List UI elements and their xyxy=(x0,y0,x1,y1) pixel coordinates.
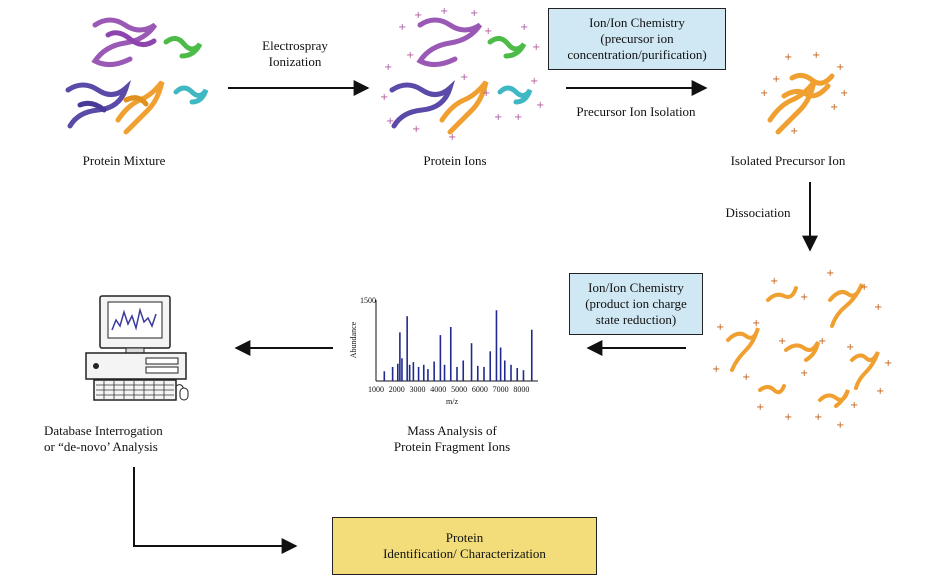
svg-text:+: + xyxy=(386,116,394,127)
x-axis-label: m/z xyxy=(446,397,458,406)
svg-text:+: + xyxy=(778,336,786,347)
spectrum-peaks xyxy=(383,310,533,381)
x-tick-7000: 7000 xyxy=(493,385,509,394)
svg-text:+: + xyxy=(440,6,448,17)
svg-text:+: + xyxy=(756,402,764,413)
protein-mixture-label: Protein Mixture xyxy=(82,153,166,168)
svg-text:+: + xyxy=(800,292,808,303)
isolated-precursor-illustration xyxy=(767,72,835,135)
database-line-1: Database Interrogation xyxy=(44,423,163,438)
svg-text:+: + xyxy=(772,74,780,85)
arrow-to-result xyxy=(133,467,298,554)
svg-text:+: + xyxy=(742,372,750,383)
svg-text:+: + xyxy=(760,88,768,99)
svg-text:+: + xyxy=(812,50,820,61)
isolated-precursor-label: Isolated Precursor Ion xyxy=(730,153,846,168)
svg-text:+: + xyxy=(790,126,798,137)
svg-text:+: + xyxy=(484,26,492,37)
precursor-chemistry-box: Ion/Ion Chemistry (precursor ion concent… xyxy=(548,8,726,70)
svg-text:+: + xyxy=(840,88,848,99)
svg-text:+: + xyxy=(470,8,478,19)
svg-text:+: + xyxy=(514,112,522,123)
svg-text:+: + xyxy=(814,412,822,423)
svg-text:+: + xyxy=(784,412,792,423)
svg-text:+: + xyxy=(800,368,808,379)
svg-text:+: + xyxy=(536,100,544,111)
y-axis-label: Abundance xyxy=(349,321,358,358)
svg-text:+: + xyxy=(876,386,884,397)
svg-text:+: + xyxy=(884,358,892,369)
database-line-2: or “de-novo’ Analysis xyxy=(44,439,158,454)
svg-text:+: + xyxy=(860,282,868,293)
electrospray-label: Electrospray Ionization xyxy=(240,38,350,70)
result-box: Protein Identification/ Characterization xyxy=(332,517,597,575)
svg-text:+: + xyxy=(482,88,490,99)
svg-text:+: + xyxy=(850,400,858,411)
svg-text:+: + xyxy=(830,102,838,113)
svg-text:+: + xyxy=(384,62,392,73)
svg-text:+: + xyxy=(770,276,778,287)
precursor-chemistry-line-1: Ion/Ion Chemistry xyxy=(589,15,685,30)
svg-text:+: + xyxy=(846,342,854,353)
x-tick-2000: 2000 xyxy=(389,385,405,394)
product-chemistry-box: Ion/Ion Chemistry (product ion charge st… xyxy=(569,273,703,335)
svg-text:+: + xyxy=(380,92,388,103)
mass-spectrum-chart: 1000 2000 3000 4000 5000 6000 7000 8000 1500 Ab… xyxy=(349,296,538,406)
svg-text:+: + xyxy=(448,132,456,143)
y-tick-1500: 1500 xyxy=(360,296,376,305)
electrospray-line-1: Electrospray xyxy=(262,38,328,53)
svg-text:+: + xyxy=(836,420,844,431)
svg-text:+: + xyxy=(460,72,468,83)
product-chemistry-line-1: Ion/Ion Chemistry xyxy=(588,280,684,295)
computer-illustration xyxy=(85,295,189,401)
svg-text:+: + xyxy=(836,62,844,73)
x-tick-8000: 8000 xyxy=(513,385,529,394)
electrospray-line-2: Ionization xyxy=(268,54,322,69)
product-chemistry-line-3: state reduction) xyxy=(595,312,677,327)
dissociation-label: Dissociation xyxy=(725,205,791,220)
fragment-ions-charges: + + + + + + + + + + + + + + + + + + + + xyxy=(712,268,892,431)
svg-text:+: + xyxy=(532,42,540,53)
x-tick-3000: 3000 xyxy=(410,385,426,394)
mass-analysis-label: Mass Analysis of Protein Fragment Ions xyxy=(372,423,532,455)
x-tick-6000: 6000 xyxy=(472,385,488,394)
protein-mixture-illustration xyxy=(65,17,209,135)
database-label: Database Interrogation or “de-novo’ Anal… xyxy=(44,423,194,455)
precursor-isolation-label: Precursor Ion Isolation xyxy=(576,104,696,119)
x-tick-4000: 4000 xyxy=(430,385,446,394)
fragment-ions-illustration xyxy=(726,283,880,408)
svg-text:+: + xyxy=(818,336,826,347)
isolated-precursor-charges: +++ +++ ++ xyxy=(760,50,848,137)
svg-text:+: + xyxy=(752,318,760,329)
x-tick-labels: 1000 2000 3000 4000 5000 6000 7000 8000 xyxy=(368,385,529,394)
svg-text:+: + xyxy=(826,268,834,279)
svg-text:+: + xyxy=(412,124,420,135)
svg-text:+: + xyxy=(874,302,882,313)
svg-text:+: + xyxy=(530,76,538,87)
product-chemistry-line-2: (product ion charge xyxy=(585,296,687,311)
svg-text:+: + xyxy=(494,112,502,123)
protein-ions-charges: + + + + + + + + + + + + + + + + + + + xyxy=(380,6,544,143)
precursor-chemistry-line-2: (precursor ion xyxy=(600,31,674,46)
svg-text:+: + xyxy=(398,22,406,33)
protein-ions-illustration xyxy=(389,17,533,135)
result-line-1: Protein xyxy=(445,530,484,545)
svg-text:+: + xyxy=(414,10,422,21)
mass-analysis-line-1: Mass Analysis of xyxy=(407,423,497,438)
protein-ions-label: Protein Ions xyxy=(423,153,487,168)
result-line-2: Identification/ Characterization xyxy=(383,546,546,561)
svg-text:+: + xyxy=(784,52,792,63)
svg-text:+: + xyxy=(406,50,414,61)
svg-text:+: + xyxy=(520,22,528,33)
x-tick-5000: 5000 xyxy=(451,385,467,394)
mass-analysis-line-2: Protein Fragment Ions xyxy=(393,439,511,454)
svg-text:+: + xyxy=(712,364,720,375)
x-tick-1000: 1000 xyxy=(368,385,384,394)
svg-text:+: + xyxy=(716,322,724,333)
precursor-chemistry-line-3: concentration/purification) xyxy=(567,47,707,62)
